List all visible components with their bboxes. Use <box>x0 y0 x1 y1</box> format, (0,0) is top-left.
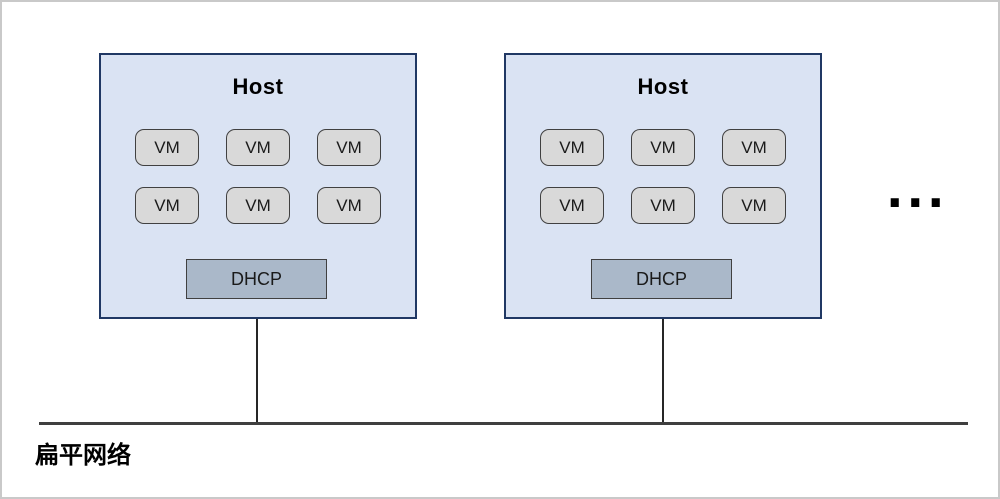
vm-box: VM <box>226 129 290 166</box>
vm-box: VM <box>135 129 199 166</box>
vm-box: VM <box>317 187 381 224</box>
connector-line-host2 <box>662 319 664 423</box>
vm-box: VM <box>631 129 695 166</box>
host-box-2: Host VM VM VM VM VM VM DHCP <box>504 53 822 319</box>
connector-line-host1 <box>256 319 258 423</box>
host-box-1: Host VM VM VM VM VM VM DHCP <box>99 53 417 319</box>
vm-box: VM <box>631 187 695 224</box>
network-label: 扁平网络 <box>35 442 131 469</box>
vm-box: VM <box>317 129 381 166</box>
host-title: Host <box>232 74 284 99</box>
vm-box: VM <box>540 129 604 166</box>
vm-box: VM <box>722 129 786 166</box>
vm-grid: VM VM VM VM VM VM <box>135 129 381 224</box>
vm-grid: VM VM VM VM VM VM <box>540 129 786 224</box>
vm-box: VM <box>226 187 290 224</box>
host-title: Host <box>637 74 689 99</box>
vm-box: VM <box>722 187 786 224</box>
vm-box: VM <box>135 187 199 224</box>
dhcp-box: DHCP <box>186 259 327 299</box>
network-bus-line <box>39 422 968 425</box>
vm-box: VM <box>540 187 604 224</box>
more-hosts-ellipsis: ... <box>886 164 948 218</box>
dhcp-box: DHCP <box>591 259 732 299</box>
